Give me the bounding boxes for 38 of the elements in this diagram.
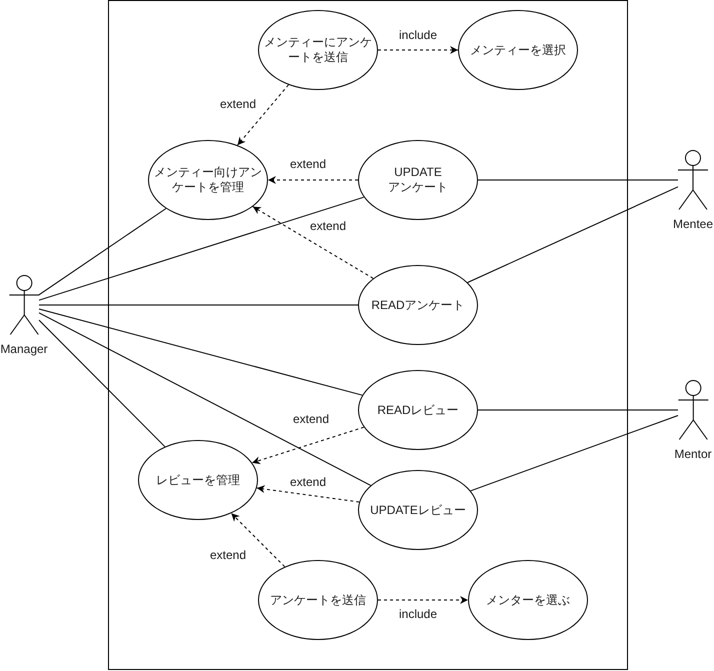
use-case-label: レビューを管理 [156, 472, 240, 488]
association-line [38, 308, 363, 396]
edge-label: extend [290, 475, 326, 489]
use-case-label: UPDATEレビュー [370, 502, 466, 518]
use-case-label: メンターを選ぶ [486, 592, 570, 608]
use-case-label: UPDATE アンケート [387, 165, 449, 195]
actor-label: Mentee [672, 217, 714, 231]
dashed-arrow [252, 426, 364, 464]
dashed-arrow [230, 512, 286, 568]
use-case-label: READレビュー [377, 402, 459, 418]
association-line [38, 196, 364, 301]
association-line [38, 208, 166, 296]
actor-label: Mentor [674, 447, 712, 461]
use-case-label: メンティー向けアンケートを管理 [153, 165, 263, 195]
edge-label: extend [292, 412, 330, 426]
system-boundary [108, 0, 628, 670]
edge-label: include [398, 607, 438, 621]
association-line [470, 415, 678, 492]
dashed-arrow [378, 596, 468, 604]
edge-label: extend [210, 548, 246, 562]
dashed-arrow [268, 176, 358, 184]
edge-label: extend [310, 219, 346, 233]
association-line [467, 186, 678, 283]
dashed-arrow [252, 206, 374, 279]
use-case-label: メンティーにアンケートを送信 [263, 35, 373, 65]
use-case-label: READアンケート [371, 298, 465, 312]
dashed-arrow [256, 485, 360, 502]
use-case-label: アンケートを送信 [270, 592, 366, 608]
association-line [38, 304, 358, 306]
edge-label: extend [290, 157, 326, 171]
dashed-arrow [378, 46, 458, 54]
association-line [38, 320, 166, 448]
actor-label: Manager [0, 342, 48, 356]
association-line [38, 312, 372, 486]
use-case-label: メンティーを選択 [470, 42, 566, 58]
dashed-arrow [237, 84, 289, 146]
edge-label: include [398, 28, 438, 42]
edge-label: extend [220, 97, 256, 111]
